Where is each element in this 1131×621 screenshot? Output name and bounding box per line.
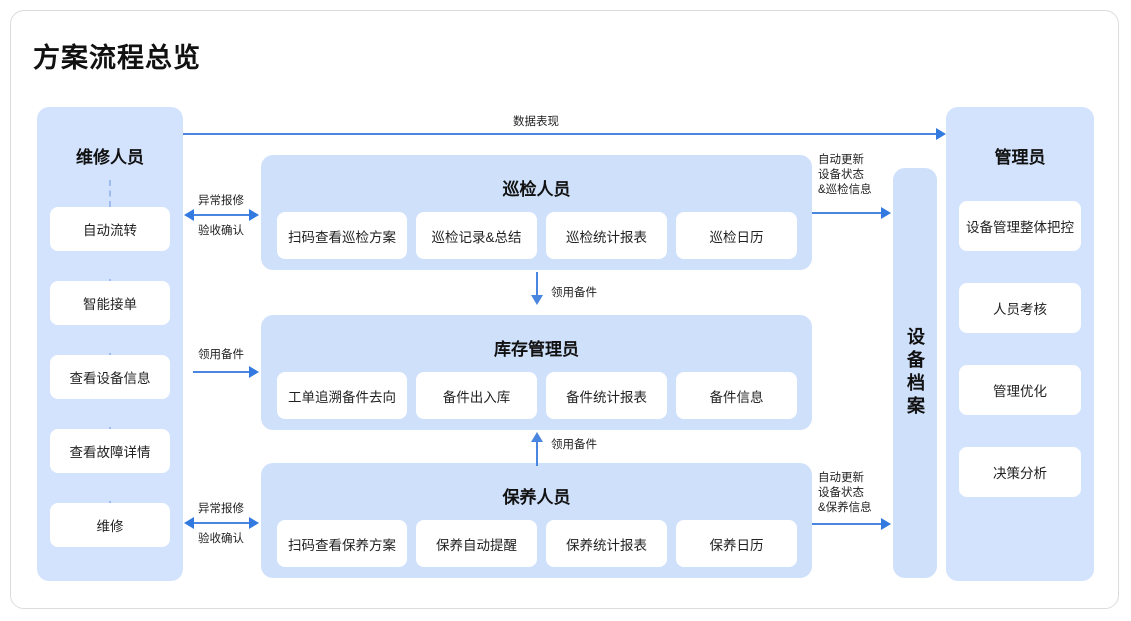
page-title: 方案流程总览 — [33, 43, 201, 73]
edge-data-performance-arrowhead-icon — [936, 128, 946, 140]
edge-label-data-performance: 数据表现 — [513, 116, 559, 128]
edge-label-auto-update-maint-line3: &保养信息 — [818, 502, 872, 514]
right-item-card[interactable]: 人员考核 — [959, 283, 1081, 333]
panel-title: 保养人员 — [502, 488, 571, 507]
edge-label-auto-update-inspect-line1: 自动更新 — [818, 154, 864, 166]
equipment-archive-bar[interactable]: 设备档案 — [893, 168, 937, 578]
right-item-card[interactable]: 管理优化 — [959, 365, 1081, 415]
panel-chip[interactable]: 工单追溯备件去向 — [277, 372, 407, 419]
equipment-archive-label: 设备档案 — [905, 327, 925, 419]
edge-label-inspection-report: 异常报修 — [198, 195, 244, 207]
right-item-card[interactable]: 设备管理整体把控 — [959, 201, 1081, 251]
edge-data-performance-line — [183, 133, 940, 135]
panel-chip[interactable]: 扫码查看保养方案 — [277, 520, 407, 567]
edge-parts-down-arrowhead-icon — [531, 295, 543, 305]
panel-chip[interactable]: 扫码查看巡检方案 — [277, 212, 407, 259]
panel-title: 库存管理员 — [494, 340, 579, 359]
edge-parts-left-line — [193, 371, 251, 373]
left-item-card[interactable]: 智能接单 — [50, 281, 170, 325]
left-item-card[interactable]: 查看设备信息 — [50, 355, 170, 399]
edge-inspection-archive-line — [812, 212, 884, 214]
edge-maintenance-bidir-line — [193, 522, 251, 524]
panel-maintenance: 保养人员 扫码查看保养方案 保养自动提醒 保养统计报表 保养日历 — [261, 463, 812, 578]
edge-inspection-archive-arrowhead-icon — [881, 207, 891, 219]
edge-label-parts-up: 领用备件 — [551, 439, 597, 451]
edge-parts-up-line — [536, 440, 538, 466]
right-item-card[interactable]: 决策分析 — [959, 447, 1081, 497]
left-column-title: 维修人员 — [76, 148, 144, 167]
left-role-column: 维修人员 自动流转 智能接单 查看设备信息 查看故障详情 维修 — [37, 107, 183, 581]
edge-maintenance-archive-arrowhead-icon — [881, 518, 891, 530]
left-item-card[interactable]: 维修 — [50, 503, 170, 547]
panel-chip[interactable]: 保养统计报表 — [546, 520, 667, 567]
panel-chip[interactable]: 备件出入库 — [416, 372, 537, 419]
left-item-card[interactable]: 自动流转 — [50, 207, 170, 251]
left-item-card[interactable]: 查看故障详情 — [50, 429, 170, 473]
edge-label-maintenance-confirm: 验收确认 — [198, 533, 244, 545]
edge-label-inspection-confirm: 验收确认 — [198, 225, 244, 237]
edge-label-auto-update-maint-line2: 设备状态 — [818, 487, 864, 499]
edge-label-auto-update-inspect-line2: 设备状态 — [818, 169, 864, 181]
left-dash-segment — [109, 180, 111, 207]
edge-parts-left-arrowhead-icon — [249, 366, 259, 378]
edge-maintenance-arrowhead-left-icon — [184, 517, 194, 529]
panel-chip[interactable]: 巡检日历 — [676, 212, 797, 259]
edge-maintenance-archive-line — [812, 523, 884, 525]
panel-inspection: 巡检人员 扫码查看巡检方案 巡检记录&总结 巡检统计报表 巡检日历 — [261, 155, 812, 270]
panel-inventory: 库存管理员 工单追溯备件去向 备件出入库 备件统计报表 备件信息 — [261, 315, 812, 430]
panel-chip[interactable]: 保养日历 — [676, 520, 797, 567]
panel-title: 巡检人员 — [502, 180, 571, 199]
panel-chip[interactable]: 备件信息 — [676, 372, 797, 419]
edge-label-maintenance-report: 异常报修 — [198, 503, 244, 515]
edge-label-parts-down: 领用备件 — [551, 287, 597, 299]
edge-parts-down-line — [536, 272, 538, 298]
edge-label-auto-update-inspect-line3: &巡检信息 — [818, 184, 872, 196]
edge-label-auto-update-maint-line1: 自动更新 — [818, 472, 864, 484]
edge-inspection-bidir-line — [193, 214, 251, 216]
right-column-title: 管理员 — [994, 148, 1046, 167]
panel-chip[interactable]: 保养自动提醒 — [416, 520, 537, 567]
edge-label-parts-left: 领用备件 — [198, 349, 244, 361]
panel-chip[interactable]: 巡检记录&总结 — [416, 212, 537, 259]
edge-inspection-arrowhead-left-icon — [184, 209, 194, 221]
edge-inspection-arrowhead-right-icon — [249, 209, 259, 221]
right-role-column: 管理员 设备管理整体把控 人员考核 管理优化 决策分析 — [946, 107, 1094, 581]
edge-maintenance-arrowhead-right-icon — [249, 517, 259, 529]
panel-chip[interactable]: 备件统计报表 — [546, 372, 667, 419]
edge-parts-up-arrowhead-icon — [531, 432, 543, 442]
panel-chip[interactable]: 巡检统计报表 — [546, 212, 667, 259]
